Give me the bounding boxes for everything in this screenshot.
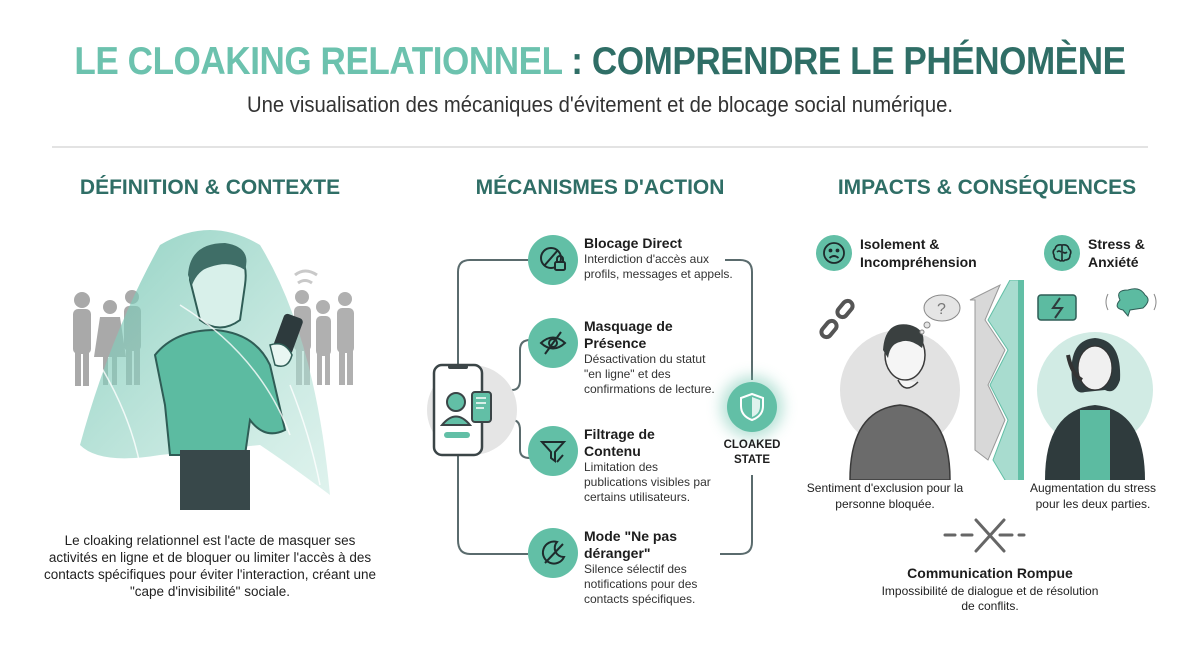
impact-title: Isolement & Incompréhension xyxy=(860,236,977,270)
mechanism-desc: Interdiction d'accès aux profils, messag… xyxy=(584,252,733,281)
impact-stress: Stress & Anxiété xyxy=(1044,235,1158,271)
do-not-disturb-moon-icon xyxy=(528,528,578,578)
mechanism-title: Masquage de Présence xyxy=(584,318,673,351)
impact-caption: Sentiment d'exclusion pour la personne b… xyxy=(806,481,964,511)
section-title-definition: DÉFINITION & CONTEXTE xyxy=(79,176,341,199)
page-subtitle: Une visualisation des mécaniques d'évite… xyxy=(247,92,953,117)
communication-title: Communication Rompue xyxy=(907,565,1073,581)
block-lock-icon xyxy=(528,235,578,285)
anxious-brain-icon xyxy=(1116,288,1149,318)
title-part-2: COMPRENDRE LE PHÉNOMÈNE xyxy=(591,40,1126,83)
communication-desc: Impossibilité de dialogue et de résoluti… xyxy=(881,584,1099,613)
mechanism-title: Blocage Direct xyxy=(584,235,683,251)
svg-text:?: ? xyxy=(937,301,946,318)
broken-line-x-icon xyxy=(943,518,1026,553)
impact-title: Stress & Anxiété xyxy=(1088,236,1145,270)
header-divider xyxy=(52,146,1148,148)
section-title-mechanisms: MÉCANISMES D'ACTION xyxy=(475,176,725,199)
cloaked-state-label: CLOAKED STATE xyxy=(723,439,781,466)
page-title: LE CLOAKING RELATIONNEL : COMPRENDRE LE … xyxy=(60,40,1140,84)
filter-icon xyxy=(528,426,578,476)
broken-chain-icon xyxy=(819,298,855,340)
definition-text: Le cloaking relationnel est l'acte de ma… xyxy=(43,533,376,599)
title-part-1: LE CLOAKING RELATIONNEL xyxy=(74,40,562,83)
eye-off-icon xyxy=(528,318,578,368)
impact-isolement: Isolement & Incompréhension xyxy=(816,235,990,271)
question-cloud-icon: ? xyxy=(919,294,961,335)
sad-face-icon xyxy=(816,235,852,271)
cloaked-person-illustration xyxy=(73,230,354,510)
mechanism-title: Filtrage de Contenu xyxy=(584,426,655,459)
shield-icon xyxy=(727,382,777,432)
impacts-illustration: ? xyxy=(819,280,1157,480)
impact-caption: Augmentation du stress pour les deux par… xyxy=(1029,481,1157,511)
mechanism-title: Mode "Ne pas déranger" xyxy=(584,528,677,561)
mechanism-desc: Silence sélectif des notifications pour … xyxy=(584,562,698,606)
brain-icon xyxy=(1044,235,1080,271)
section-title-impacts: IMPACTS & CONSÉQUENCES xyxy=(837,176,1137,199)
title-separator: : xyxy=(561,40,592,83)
mechanisms-connector-lines xyxy=(427,259,753,555)
mechanism-desc: Désactivation du statut "en ligne" et de… xyxy=(584,352,715,396)
mechanism-desc: Limitation des publications visibles par… xyxy=(584,460,711,504)
